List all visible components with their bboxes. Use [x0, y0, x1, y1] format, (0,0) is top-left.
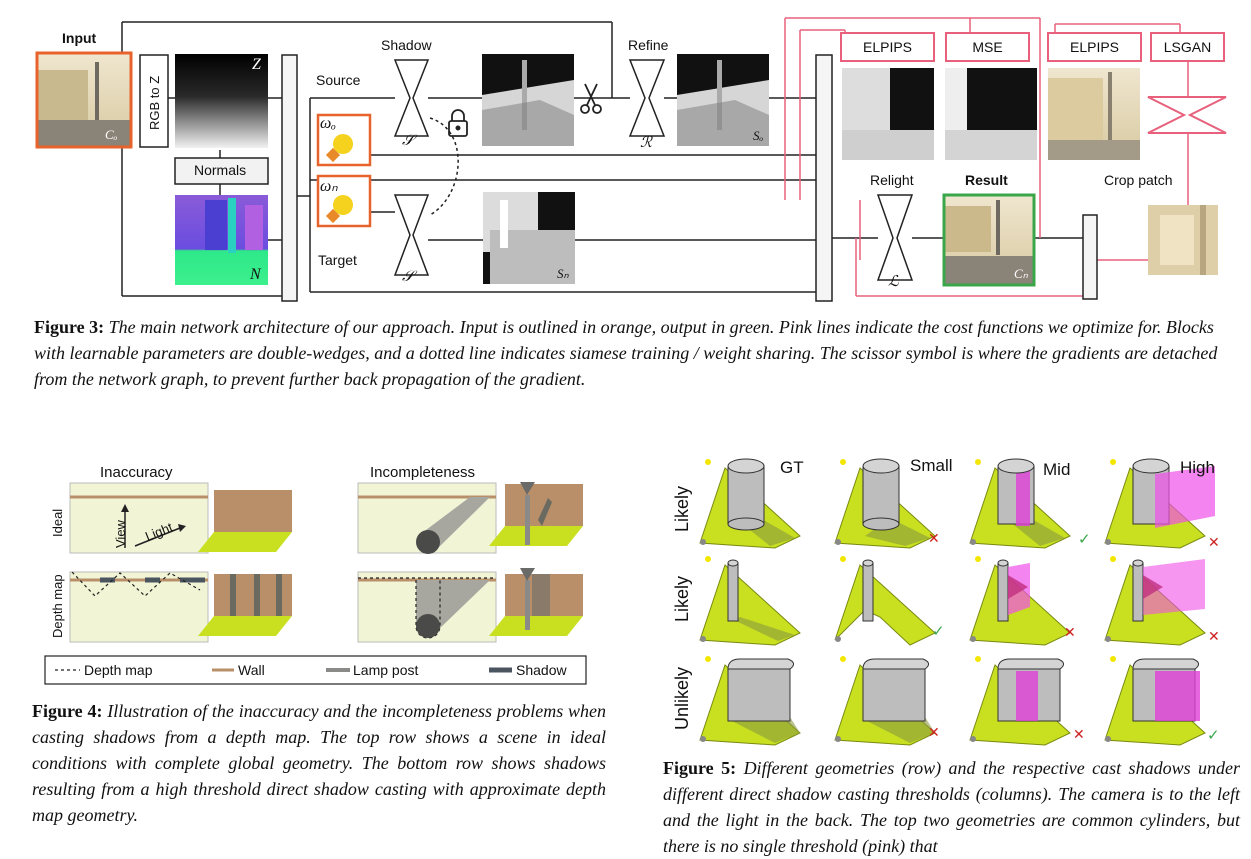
- normals-box: [174, 157, 269, 185]
- s-net-label-2: 𝒮: [402, 269, 414, 285]
- lock-icon: [448, 109, 468, 137]
- fig5-caption: Figure 5: Different geometries (row) and…: [663, 755, 1240, 859]
- fig5-col-mid: Mid: [1043, 460, 1071, 479]
- depth-image: [175, 54, 268, 148]
- fig4-caption-text: Illustration of the inaccuracy and the i…: [32, 701, 607, 825]
- fig4-view-label: View: [113, 520, 128, 548]
- fig3-caption-text: The main network architecture of our app…: [34, 317, 1218, 389]
- input-label: Input: [62, 30, 97, 46]
- source-label: Source: [316, 72, 361, 88]
- loss-elpips-2: ELPIPS: [1047, 32, 1142, 62]
- scissors-icon: [580, 83, 602, 114]
- shadow-label: Shadow: [381, 37, 432, 53]
- fig5-row-unlikely: Unlikely: [672, 666, 692, 730]
- fig4-legend-lamp-post: Lamp post: [353, 662, 419, 678]
- fig4-row-depth-map: Depth map: [50, 574, 65, 638]
- fig5-col-gt: GT: [780, 458, 804, 477]
- target-label: Target: [318, 252, 357, 268]
- crop-patch-label: Crop patch: [1104, 172, 1173, 188]
- omega-o-label: ωₒ: [320, 115, 336, 132]
- fig4-legend-shadow: Shadow: [516, 662, 567, 678]
- fig4-legend-wall: Wall: [238, 662, 265, 678]
- concat-bar-2: [815, 54, 833, 302]
- fig4-legend-depth-map: Depth map: [84, 662, 153, 678]
- loss-mse: MSE: [945, 32, 1030, 62]
- inaccuracy-ideal-panel: [69, 482, 209, 554]
- fig5-col-high: High: [1180, 458, 1215, 477]
- refine-net: [628, 59, 666, 137]
- result-label: Result: [965, 172, 1008, 188]
- siamese-dotted-line: [429, 117, 459, 216]
- fig4-row-ideal: Ideal: [50, 508, 65, 537]
- fig4-caption: Figure 4: Illustration of the inaccuracy…: [32, 698, 606, 828]
- fig4-diagram: [44, 482, 587, 685]
- input-outline: [35, 51, 133, 149]
- l-net-label: ℒ: [888, 274, 899, 290]
- fig5-mark-r2-small: ✓: [932, 623, 945, 640]
- c-n-label: Cₙ: [1014, 266, 1028, 281]
- relight-net: [876, 194, 914, 281]
- fig5-mark-r1-small: ✕: [928, 530, 940, 546]
- fig4-caption-label: Figure 4:: [32, 701, 103, 721]
- fig5-row-likely-2: Likely: [672, 575, 692, 622]
- omega-n-label: ωₙ: [320, 178, 338, 195]
- fig5-diagram: [699, 458, 1215, 746]
- fig5-caption-label: Figure 5:: [663, 758, 737, 778]
- inaccuracy-depth-panel: [69, 571, 209, 643]
- lsgan-net: [1147, 96, 1227, 134]
- loss-elpips-1: ELPIPS: [840, 32, 935, 62]
- refine-label: Refine: [628, 37, 669, 53]
- fig3-caption-label: Figure 3:: [34, 317, 105, 337]
- fig4-title-inaccuracy: Inaccuracy: [100, 464, 173, 481]
- fig5-mark-r3-high: ✓: [1207, 727, 1220, 744]
- shadow-net-target: [393, 194, 430, 276]
- s-n-label: Sₙ: [557, 266, 569, 281]
- shadow-net-source: [393, 59, 430, 137]
- c-o-label: Cₒ: [105, 127, 118, 142]
- fig5-mark-r3-mid: ✕: [1073, 726, 1085, 742]
- z-label: Z: [252, 56, 261, 73]
- fig5-col-small: Small: [910, 456, 953, 475]
- fig4-title-incompleteness: Incompleteness: [370, 464, 476, 481]
- fig5-mark-r2-high: ✕: [1208, 628, 1220, 644]
- s-o-label: Sₒ: [753, 128, 764, 143]
- fig5-mark-r1-mid: ✓: [1078, 531, 1091, 548]
- fig5-row-likely-1: Likely: [672, 485, 692, 532]
- fig5-row1: [699, 458, 801, 549]
- fig5-mark-r1-high: ✕: [1208, 534, 1220, 550]
- fig5-mark-r2-mid: ✕: [1064, 624, 1076, 640]
- fig3-caption: Figure 3: The main network architecture …: [34, 314, 1240, 392]
- loss-lsgan: LSGAN: [1150, 32, 1225, 62]
- normals-label: Normals: [194, 162, 247, 178]
- rgb-to-z-box: [139, 54, 169, 148]
- s-net-label: 𝒮: [402, 133, 414, 149]
- light-omega-o-box: [316, 113, 372, 167]
- light-bulb-icon-2: [333, 195, 353, 215]
- light-bulb-icon: [333, 134, 353, 154]
- r-net-label: ℛ: [640, 135, 652, 151]
- relight-label: Relight: [870, 172, 914, 188]
- rgb-to-z-label: RGB to Z: [147, 75, 162, 130]
- n-label: N: [250, 266, 261, 283]
- concat-bar-1: [281, 54, 298, 302]
- concat-bar-3: [1082, 214, 1098, 300]
- fig3-diagram: [35, 17, 1227, 302]
- result-outline: [942, 193, 1036, 287]
- fig5-mark-r3-small: ✕: [928, 724, 940, 740]
- fig5-caption-text: Different geometries (row) and the respe…: [663, 758, 1241, 856]
